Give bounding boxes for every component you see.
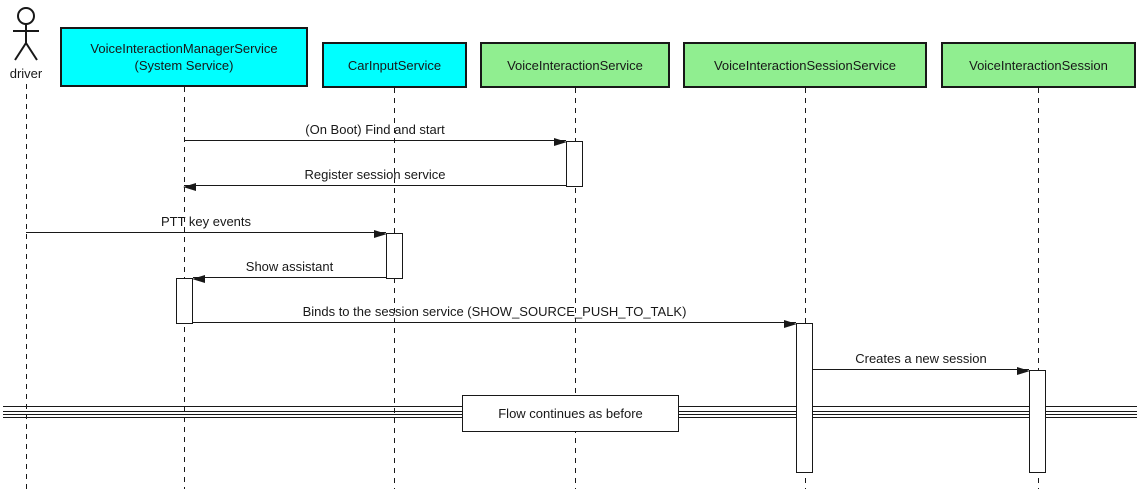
activation-car-input-service (386, 233, 403, 279)
participant-label: VoiceInteractionSession (969, 57, 1108, 73)
message-line (184, 140, 566, 141)
message-label: Register session service (304, 167, 446, 182)
message-line (813, 369, 1029, 370)
message-on-boot-find-and-start: (On Boot) Find and start (184, 122, 567, 146)
message-label: Binds to the session service (SHOW_SOURC… (302, 304, 687, 319)
participant-label: CarInputService (347, 57, 442, 73)
message-show-assistant: Show assistant (192, 259, 386, 283)
message-label: PTT key events (160, 214, 252, 229)
lifeline-driver (26, 84, 27, 489)
message-label: (On Boot) Find and start (305, 122, 445, 137)
participant-box-voice-interaction-manager-service: VoiceInteractionManagerService (System S… (60, 27, 308, 87)
arrowhead-right-icon (554, 138, 567, 146)
message-label: Creates a new session (855, 351, 987, 366)
divider-label: Flow continues as before (498, 406, 643, 421)
lifeline-voice-interaction-session (1038, 88, 1039, 489)
participant-box-voice-interaction-session: VoiceInteractionSession (941, 42, 1136, 88)
message-line (193, 277, 386, 278)
actor-label: driver (9, 66, 43, 81)
participant-box-voice-interaction-session-service: VoiceInteractionSessionService (683, 42, 927, 88)
message-creates-a-new-session: Creates a new session (813, 351, 1030, 375)
lifeline-voice-interaction-session-service (804, 88, 806, 489)
arrowhead-right-icon (1017, 367, 1030, 375)
arrowhead-right-icon (784, 320, 797, 328)
message-line (193, 322, 796, 323)
divider-label-box: Flow continues as before (462, 395, 679, 432)
arrowhead-left-icon (192, 275, 205, 283)
message-register-session-service: Register session service (183, 167, 566, 191)
activation-voice-interaction-session-service (796, 323, 813, 473)
lifeline-car-input-service (394, 88, 395, 489)
message-label: Show assistant (245, 259, 334, 274)
actor-driver: driver (0, 5, 52, 81)
message-binds-to-session-service: Binds to the session service (SHOW_SOURC… (193, 304, 797, 328)
activation-voice-interaction-manager-service (176, 278, 193, 324)
message-line (184, 185, 566, 186)
activation-voice-interaction-session (1029, 370, 1046, 473)
message-line (26, 232, 386, 233)
arrowhead-right-icon (374, 230, 387, 238)
message-ptt-key-events: PTT key events (26, 214, 387, 238)
participant-label: VoiceInteractionService (507, 57, 643, 73)
lifeline-voice-interaction-service (574, 88, 576, 489)
participant-label: VoiceInteractionManagerService (90, 41, 278, 56)
participant-box-voice-interaction-service: VoiceInteractionService (480, 42, 670, 88)
activation-voice-interaction-service (566, 141, 583, 187)
participant-sublabel: (System Service) (134, 58, 234, 73)
person-icon (13, 7, 39, 61)
participant-box-car-input-service: CarInputService (322, 42, 467, 88)
participant-label: VoiceInteractionSessionService (713, 57, 897, 73)
arrowhead-left-icon (183, 183, 196, 191)
